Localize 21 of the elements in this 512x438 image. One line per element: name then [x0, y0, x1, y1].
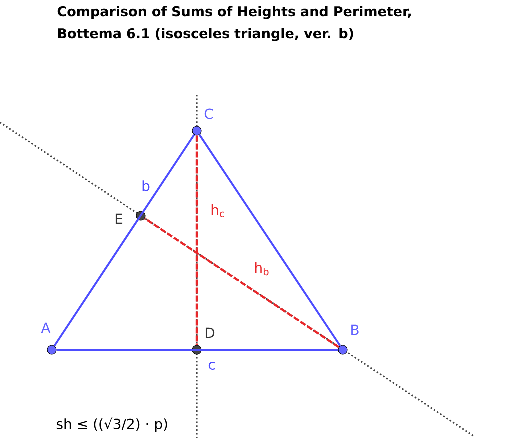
side-line	[54, 134, 196, 347]
node-label: B	[352, 324, 359, 336]
point: B	[338, 324, 359, 355]
height-line	[196, 136, 198, 346]
edge-label: h$_{c}$	[212, 204, 224, 218]
point: D	[192, 328, 215, 355]
node-label: D	[206, 328, 215, 338]
point: C	[192, 108, 214, 136]
title: Comparison of Sums of Heights and Perimeter, Bottema 6.1 (isosceles triangle, ver. b)	[58, 6, 411, 42]
height-line	[144, 218, 340, 348]
edge-label: h$_{b}$	[255, 262, 269, 276]
point: E	[116, 211, 146, 224]
point: A	[41, 322, 57, 355]
side-line	[56, 349, 338, 351]
side-line	[198, 134, 342, 347]
node-label: A	[41, 322, 51, 334]
edge-label: b	[142, 180, 150, 192]
node-label: E	[116, 214, 123, 224]
edge-label: c	[208, 362, 215, 370]
formula-text: sh ≤ ((√3/2) · p)	[56, 418, 168, 432]
node-label: C	[204, 108, 214, 120]
